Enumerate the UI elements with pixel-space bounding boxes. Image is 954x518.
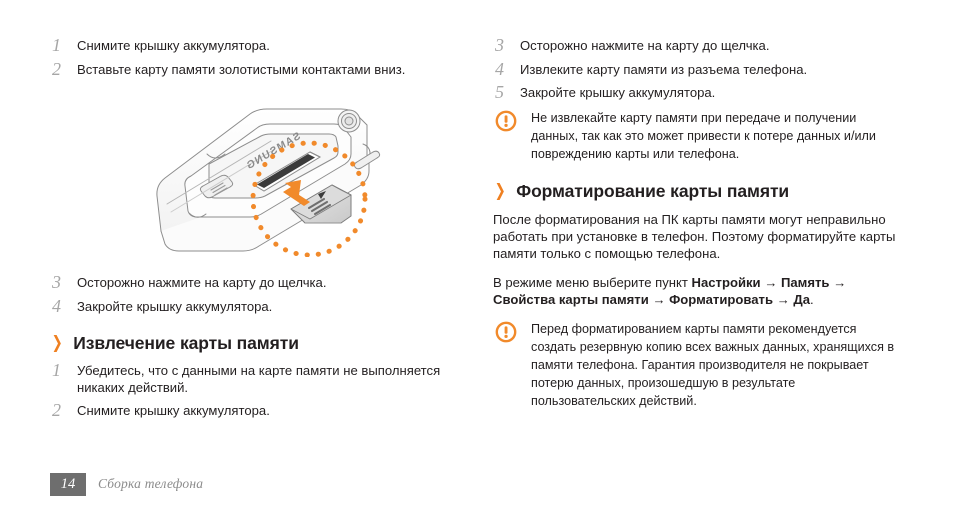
- step-number: 4: [495, 58, 504, 79]
- left-column: 1 Снимите крышку аккумулятора. 2 Вставьт…: [50, 35, 460, 427]
- list-item: 3 Осторожно нажмите на карту до щелчка.: [493, 35, 903, 55]
- step-number: 4: [52, 295, 61, 316]
- step-text: Осторожно нажмите на карту до щелчка.: [77, 275, 327, 290]
- section-heading-remove-memory-card: ❯ Извлечение карты памяти: [50, 333, 460, 354]
- step-number: 2: [52, 400, 61, 420]
- left-steps-after-illustration: 3 Осторожно нажмите на карту до щелчка. …: [50, 272, 460, 316]
- step-text: Закройте крышку аккумулятора.: [77, 298, 273, 314]
- step-number: 3: [52, 272, 61, 292]
- step-number: 2: [52, 58, 61, 79]
- list-item: 5 Закройте крышку аккумулятора.: [493, 82, 903, 102]
- step-number: 1: [52, 35, 61, 55]
- list-item: 1 Убедитесь, что с данными на карте памя…: [50, 360, 460, 396]
- menu-path-prefix: В режиме меню выберите пункт: [493, 274, 692, 290]
- step-text: Снимите крышку аккумулятора.: [77, 403, 270, 418]
- menu-arrow-icon: →: [776, 292, 790, 308]
- step-text: Снимите крышку аккумулятора.: [77, 38, 270, 53]
- menu-arrow-icon: →: [764, 274, 778, 290]
- caution-note-top: Не извлекайте карту памяти при передаче …: [493, 109, 903, 163]
- left-steps-top: 1 Снимите крышку аккумулятора. 2 Вставьт…: [50, 35, 460, 79]
- chevron-right-icon: ❯: [51, 333, 63, 352]
- phone-memory-card-illustration: SAMSUNG: [105, 92, 425, 257]
- menu-path-suffix: .: [810, 292, 814, 308]
- menu-item-format: Форматировать: [669, 292, 773, 308]
- step-number: 5: [495, 82, 504, 102]
- step-text: Убедитесь, что с данными на карте памяти…: [77, 363, 441, 395]
- step-number: 1: [52, 360, 61, 380]
- caution-exclamation-icon: [495, 110, 517, 132]
- step-text: Закройте крышку аккумулятора.: [520, 85, 716, 100]
- caution-note-bottom: Перед форматированием карты памяти реком…: [493, 320, 903, 410]
- list-item: 1 Снимите крышку аккумулятора.: [50, 35, 460, 55]
- section-title: Форматирование карты памяти: [516, 180, 790, 201]
- menu-item-settings: Настройки: [691, 274, 761, 290]
- menu-arrow-icon: →: [652, 292, 666, 308]
- list-item: 3 Осторожно нажмите на карту до щелчка.: [50, 272, 460, 292]
- right-steps-top: 3 Осторожно нажмите на карту до щелчка. …: [493, 35, 903, 102]
- menu-path-paragraph: В режиме меню выберите пункт Настройки →…: [493, 274, 903, 309]
- memory-card: [290, 184, 352, 224]
- menu-item-card-properties: Свойства карты памяти: [493, 292, 649, 308]
- step-number: 3: [495, 35, 504, 55]
- list-item: 4 Закройте крышку аккумулятора.: [50, 295, 460, 316]
- step-text: Извлеките карту памяти из разъема телефо…: [520, 61, 808, 77]
- menu-item-yes: Да: [793, 292, 810, 308]
- section-heading-format-memory-card: ❯ Форматирование карты памяти: [493, 181, 903, 202]
- note-text: Не извлекайте карту памяти при передаче …: [531, 110, 876, 161]
- page-number-badge: 14: [50, 472, 86, 496]
- chevron-right-icon: ❯: [494, 180, 506, 200]
- caution-exclamation-icon: [495, 321, 517, 343]
- right-column: 3 Осторожно нажмите на карту до щелчка. …: [493, 35, 903, 422]
- step-text: Осторожно нажмите на карту до щелчка.: [520, 38, 770, 53]
- section-paragraph: После форматирования на ПК карты памяти …: [493, 211, 896, 262]
- menu-arrow-icon: →: [833, 274, 847, 290]
- left-section-steps: 1 Убедитесь, что с данными на карте памя…: [50, 360, 460, 420]
- list-item: 2 Снимите крышку аккумулятора.: [50, 400, 460, 420]
- chapter-title: Сборка телефона: [98, 476, 204, 492]
- list-item: 4 Извлеките карту памяти из разъема теле…: [493, 58, 903, 79]
- page-footer: 14 Сборка телефона: [50, 472, 204, 496]
- dotted-highlight-circle: [250, 140, 368, 257]
- step-text: Вставьте карту памяти золотистыми контак…: [77, 61, 406, 77]
- section-title: Извлечение карты памяти: [73, 333, 299, 353]
- list-item: 2 Вставьте карту памяти золотистыми конт…: [50, 58, 460, 79]
- note-text: Перед форматированием карты памяти реком…: [531, 321, 895, 408]
- menu-item-memory: Память: [780, 274, 830, 290]
- insert-arrow-icon: [283, 180, 310, 206]
